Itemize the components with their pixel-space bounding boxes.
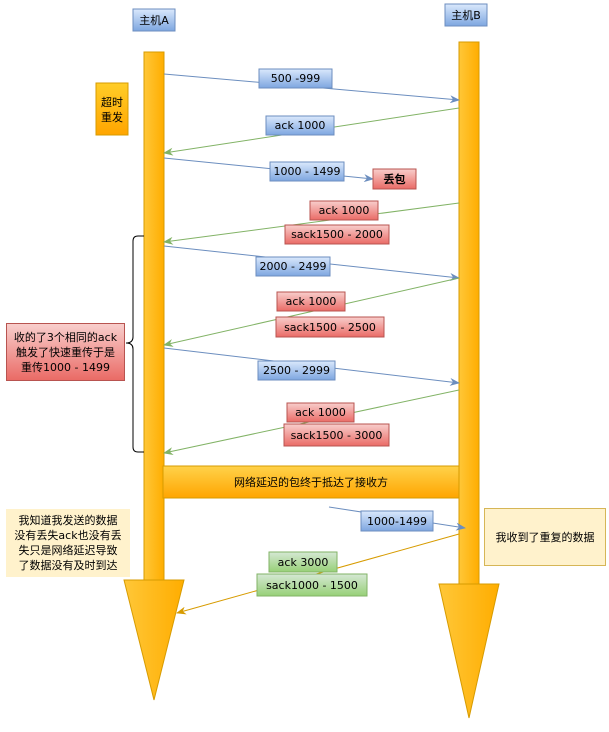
msg-label-1-text: ack 1000 [275, 119, 326, 132]
msg-label-10: ack 1000 [286, 402, 355, 423]
msg-label-7-text: ack 1000 [286, 295, 337, 308]
message-arrows [163, 73, 466, 615]
host-b-header: 主机B [444, 3, 488, 27]
msg-label-9: 2500 - 2999 [257, 360, 336, 381]
msg-label-4-text: ack 1000 [319, 204, 370, 217]
fast-retransmit-note: 收的了3个相同的ack 触发了快速重传于是 重传1000 - 1499 [6, 323, 125, 381]
msg-label-11: sack1500 - 3000 [283, 423, 390, 447]
msg-label-4: ack 1000 [309, 200, 379, 221]
msg-label-12-text: 1000-1499 [367, 515, 427, 528]
msg-label-9-text: 2500 - 2999 [263, 364, 330, 377]
msg-label-8-text: sack1500 - 2500 [284, 321, 376, 334]
msg-label-6: 2000 - 2499 [255, 256, 331, 277]
message-labels: 500 -999 ack 1000 1000 - 1499 丢包 ack 100… [255, 68, 434, 597]
host-a-header: 主机A [132, 8, 176, 32]
msg-label-6-text: 2000 - 2499 [260, 260, 327, 273]
msg-label-11-text: sack1500 - 3000 [291, 429, 383, 442]
delay-banner-text: 网络延迟的包终于抵达了接收方 [234, 475, 388, 489]
msg-label-13: ack 3000 [268, 551, 338, 573]
msg-label-0-text: 500 -999 [271, 72, 320, 85]
msg-label-5: sack1500 - 2000 [284, 224, 390, 245]
fast-retransmit-brace [125, 235, 144, 453]
timeout-box: 超时 重发 [95, 82, 129, 136]
msg-label-10-text: ack 1000 [295, 406, 346, 419]
host-b-timeline [438, 41, 500, 719]
host-a-timeline [123, 51, 185, 701]
msg-label-2: 1000 - 1499 [269, 161, 345, 182]
host-b-label: 主机B [451, 8, 481, 22]
timeout-line-2: 重发 [101, 110, 123, 124]
host-a-label: 主机A [139, 13, 169, 27]
timeout-line-1: 超时 [101, 95, 123, 109]
msg-label-7: ack 1000 [276, 291, 346, 312]
msg-label-3-text: 丢包 [384, 172, 406, 186]
delay-banner: 网络延迟的包终于抵达了接收方 [162, 465, 460, 499]
msg-label-13-text: ack 3000 [278, 556, 329, 569]
sender-note: 我知道我发送的数据 没有丢失ack也没有丢 失只是网络延迟导致 了数据没有及时到… [6, 509, 130, 577]
msg-label-14-text: sack1000 - 1500 [266, 579, 358, 592]
msg-label-1: ack 1000 [265, 115, 335, 136]
msg-label-8: sack1500 - 2500 [275, 316, 385, 338]
msg-label-5-text: sack1500 - 2000 [291, 228, 383, 241]
arrow-dup-ack-1 [163, 202, 460, 245]
msg-label-2-text: 1000 - 1499 [274, 165, 341, 178]
msg-label-0: 500 -999 [258, 68, 333, 89]
msg-label-3: 丢包 [372, 168, 417, 190]
msg-label-14: sack1000 - 1500 [256, 573, 368, 597]
msg-label-12: 1000-1499 [360, 510, 434, 532]
receiver-note: 我收到了重复的数据 [484, 508, 606, 566]
